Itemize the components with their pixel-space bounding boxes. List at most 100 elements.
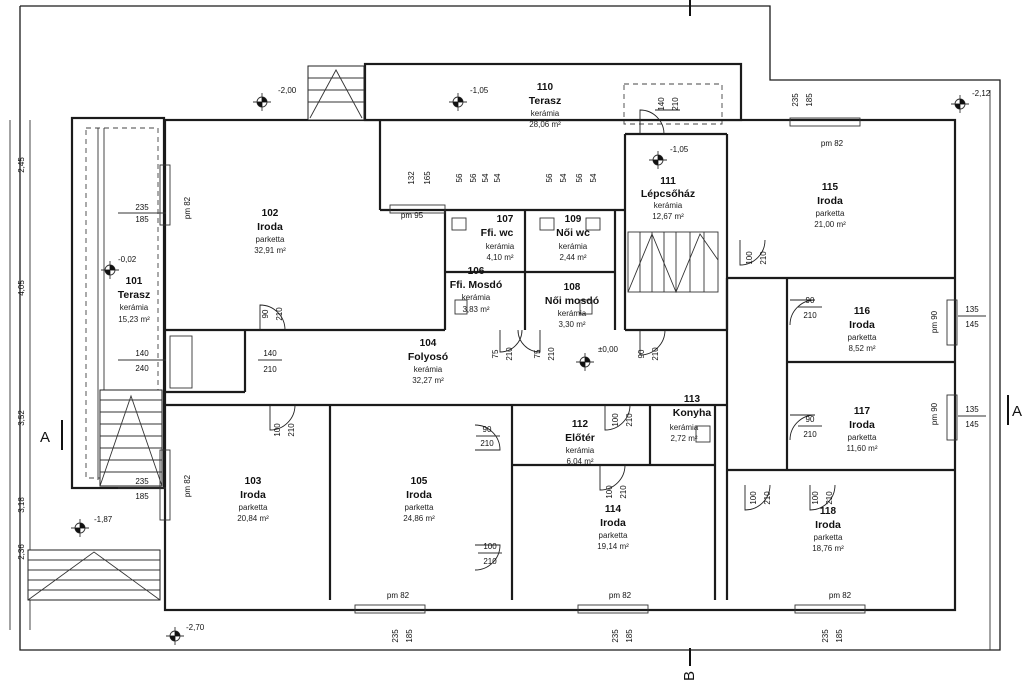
- svg-text:parketta: parketta: [405, 503, 434, 512]
- level-label: -1,05: [470, 86, 489, 95]
- svg-text:210: 210: [483, 557, 497, 566]
- room-118-label: 118 Iroda parketta 18,76 m²: [812, 506, 844, 553]
- section-marker-a-right: A: [1007, 395, 1022, 425]
- section-marker-a-left: A: [40, 420, 63, 450]
- room-116-label: 116 Iroda parketta 8,52 m²: [848, 306, 877, 353]
- svg-text:pm 90: pm 90: [930, 402, 939, 425]
- svg-text:185: 185: [835, 629, 844, 643]
- svg-text:56: 56: [545, 173, 554, 182]
- svg-text:11,60 m²: 11,60 m²: [847, 444, 878, 453]
- svg-text:kerámia: kerámia: [486, 242, 515, 251]
- svg-text:19,14 m²: 19,14 m²: [597, 542, 629, 551]
- room-108-label: 108 Női mosdó kerámia 3,30 m²: [545, 282, 599, 329]
- svg-text:100: 100: [749, 491, 758, 505]
- svg-text:90: 90: [483, 425, 492, 434]
- svg-text:90: 90: [806, 296, 815, 305]
- svg-text:4,05: 4,05: [17, 280, 26, 296]
- svg-text:100: 100: [273, 423, 282, 437]
- svg-text:Iroda: Iroda: [815, 519, 841, 531]
- level-marker-icon: [166, 627, 184, 645]
- level-label: -1,87: [94, 515, 113, 524]
- svg-text:parketta: parketta: [848, 333, 877, 342]
- svg-text:100: 100: [483, 542, 497, 551]
- svg-text:101: 101: [126, 276, 143, 287]
- svg-text:56: 56: [575, 173, 584, 182]
- svg-text:102: 102: [262, 208, 279, 219]
- svg-text:Női mosdó: Női mosdó: [545, 295, 599, 307]
- dimension-labels: 235 185 140 240 235 185 140 210 100 210 …: [118, 139, 986, 600]
- svg-text:100: 100: [611, 413, 620, 427]
- svg-text:2,36: 2,36: [17, 544, 26, 560]
- svg-text:210: 210: [480, 439, 494, 448]
- svg-text:15,23 m²: 15,23 m²: [118, 315, 150, 324]
- svg-text:210: 210: [759, 251, 768, 265]
- svg-text:Konyha: Konyha: [673, 407, 712, 419]
- svg-text:185: 185: [805, 93, 814, 107]
- svg-text:pm 82: pm 82: [821, 139, 844, 148]
- room-101-label: 101 Terasz kerámia 15,23 m²: [118, 276, 151, 324]
- svg-text:140: 140: [263, 349, 277, 358]
- svg-text:Iroda: Iroda: [849, 419, 875, 431]
- svg-text:3,83 m²: 3,83 m²: [462, 305, 489, 314]
- svg-text:185: 185: [135, 215, 149, 224]
- svg-text:111: 111: [660, 176, 676, 187]
- svg-text:100: 100: [605, 485, 614, 499]
- svg-text:A: A: [40, 429, 50, 446]
- level-label: -2,00: [278, 86, 297, 95]
- room-103-label: 103 Iroda parketta 20,84 m²: [237, 476, 269, 523]
- svg-text:109: 109: [565, 214, 582, 225]
- room-110-label: 110 Terasz kerámia 28,06 m²: [529, 82, 562, 129]
- svg-text:parketta: parketta: [256, 235, 285, 244]
- svg-text:210: 210: [287, 423, 296, 437]
- svg-text:100: 100: [811, 491, 820, 505]
- svg-text:185: 185: [135, 492, 149, 501]
- svg-text:Iroda: Iroda: [240, 489, 266, 501]
- svg-text:235: 235: [791, 93, 800, 107]
- room-111-label: 111 Lépcsőház kerámia 12,67 m²: [641, 176, 695, 221]
- svg-text:Előtér: Előtér: [565, 432, 595, 444]
- svg-text:pm 82: pm 82: [387, 591, 410, 600]
- svg-text:Folyosó: Folyosó: [408, 351, 448, 363]
- svg-text:parketta: parketta: [599, 531, 628, 540]
- svg-text:210: 210: [803, 311, 817, 320]
- svg-text:kerámia: kerámia: [654, 201, 683, 210]
- svg-text:20,84 m²: 20,84 m²: [237, 514, 269, 523]
- svg-text:8,52 m²: 8,52 m²: [848, 344, 875, 353]
- svg-text:210: 210: [825, 491, 834, 505]
- vertical-dimension-labels: pm 82 pm 82 pm 90 pm 90 132 165 56 56 54…: [183, 93, 939, 643]
- svg-text:Lépcsőház: Lépcsőház: [641, 188, 695, 200]
- svg-text:12,67 m²: 12,67 m²: [652, 212, 684, 221]
- building-outline: [163, 118, 957, 612]
- svg-text:90: 90: [261, 309, 270, 318]
- svg-text:kerámia: kerámia: [566, 446, 595, 455]
- level-label: ±0,00: [598, 345, 619, 354]
- level-marker-icon: [649, 151, 667, 169]
- svg-text:32,27 m²: 32,27 m²: [412, 376, 444, 385]
- stair-111: [627, 231, 719, 294]
- level-marker-icon: [71, 519, 89, 537]
- svg-text:105: 105: [411, 476, 428, 487]
- svg-text:185: 185: [625, 629, 634, 643]
- svg-text:pm 82: pm 82: [183, 474, 192, 497]
- svg-text:108: 108: [564, 282, 581, 293]
- svg-text:54: 54: [481, 173, 490, 182]
- svg-text:2,44 m²: 2,44 m²: [559, 253, 586, 262]
- level-marker-icon: [576, 353, 594, 371]
- interior-walls: [165, 120, 955, 600]
- svg-text:21,00 m²: 21,00 m²: [814, 220, 846, 229]
- svg-text:Terasz: Terasz: [118, 289, 151, 301]
- svg-text:Terasz: Terasz: [529, 95, 562, 107]
- svg-text:118: 118: [820, 506, 837, 517]
- svg-text:Iroda: Iroda: [849, 319, 875, 331]
- svg-text:kerámia: kerámia: [670, 423, 699, 432]
- room-106-label: 106 Ffi. Mosdó kerámia 3,83 m²: [450, 266, 503, 314]
- room-117-label: 117 Iroda parketta 11,60 m²: [847, 406, 878, 453]
- svg-text:pm 82: pm 82: [829, 591, 852, 600]
- svg-text:24,86 m²: 24,86 m²: [403, 514, 435, 523]
- svg-text:2,45: 2,45: [17, 157, 26, 173]
- svg-text:6,04 m²: 6,04 m²: [566, 457, 593, 466]
- svg-text:kerámia: kerámia: [414, 365, 443, 374]
- svg-text:132: 132: [407, 171, 416, 185]
- room-102-label: 102 Iroda parketta 32,91 m²: [254, 208, 286, 255]
- stair-porch-dashed: [623, 83, 723, 125]
